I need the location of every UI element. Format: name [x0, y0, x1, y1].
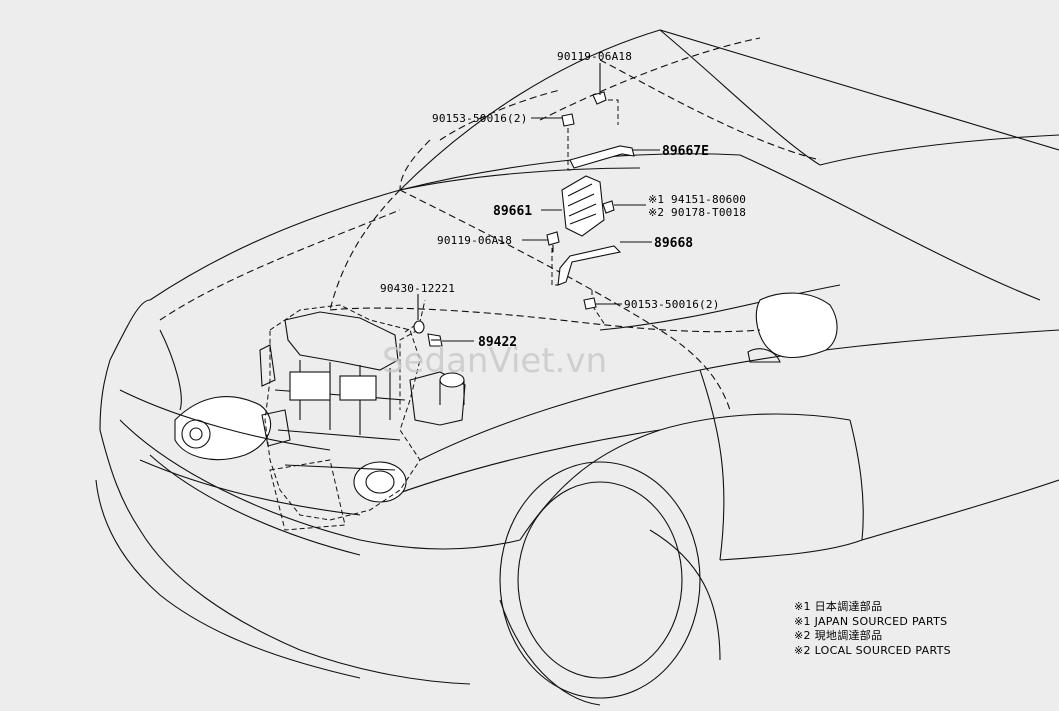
part-nut-top	[561, 113, 575, 127]
label-90119-top[interactable]: 90119-06A18	[557, 50, 632, 63]
part-clip-94151	[602, 200, 615, 214]
part-90430-gasket	[413, 320, 425, 334]
label-89668[interactable]: 89668	[654, 236, 693, 251]
label-90153-top[interactable]: 90153-50016(2)	[432, 112, 528, 125]
part-89667E-bracket	[569, 145, 635, 169]
legend-line-4: ※2 LOCAL SOURCED PARTS	[794, 643, 951, 657]
car-body-outline	[95, 29, 1059, 685]
label-89661[interactable]: 89661	[493, 204, 532, 219]
legend-line-1: ※1 日本調達部品	[794, 600, 883, 613]
label-90178-T0018[interactable]: ※2 90178-T0018	[648, 206, 746, 219]
label-90430[interactable]: 90430-12221	[380, 282, 455, 295]
label-90119-mid[interactable]: 90119-06A18	[437, 234, 512, 247]
part-bolt-top	[592, 88, 607, 105]
label-89422[interactable]: 89422	[478, 335, 517, 350]
engine-assembly	[259, 299, 466, 531]
assembly-leader-lines	[399, 99, 619, 410]
front-wheel	[499, 461, 701, 706]
part-89668-bracket	[557, 245, 622, 286]
watermark: SedanViet.vn	[382, 341, 607, 381]
label-leaders	[417, 63, 660, 342]
legend-line-3: ※2 現地調達部品	[794, 629, 883, 642]
legend-line-2: ※1 JAPAN SOURCED PARTS	[794, 614, 948, 628]
part-number-labels: 90119-06A18 90153-50016(2) 89667E ※1 941…	[380, 50, 746, 350]
part-89422-sensor	[427, 333, 443, 347]
hood-dashed-outline	[159, 89, 761, 411]
label-94151-80600[interactable]: ※1 94151-80600	[648, 193, 746, 206]
part-nut-bottom	[583, 297, 597, 310]
label-90153-bottom[interactable]: 90153-50016(2)	[624, 298, 720, 311]
part-bolt-mid	[546, 231, 560, 252]
part-89661-ecu	[561, 175, 605, 237]
label-89667E[interactable]: 89667E	[662, 144, 709, 159]
sourcing-legend: ※1 日本調達部品 ※1 JAPAN SOURCED PARTS ※2 現地調達…	[794, 600, 951, 658]
